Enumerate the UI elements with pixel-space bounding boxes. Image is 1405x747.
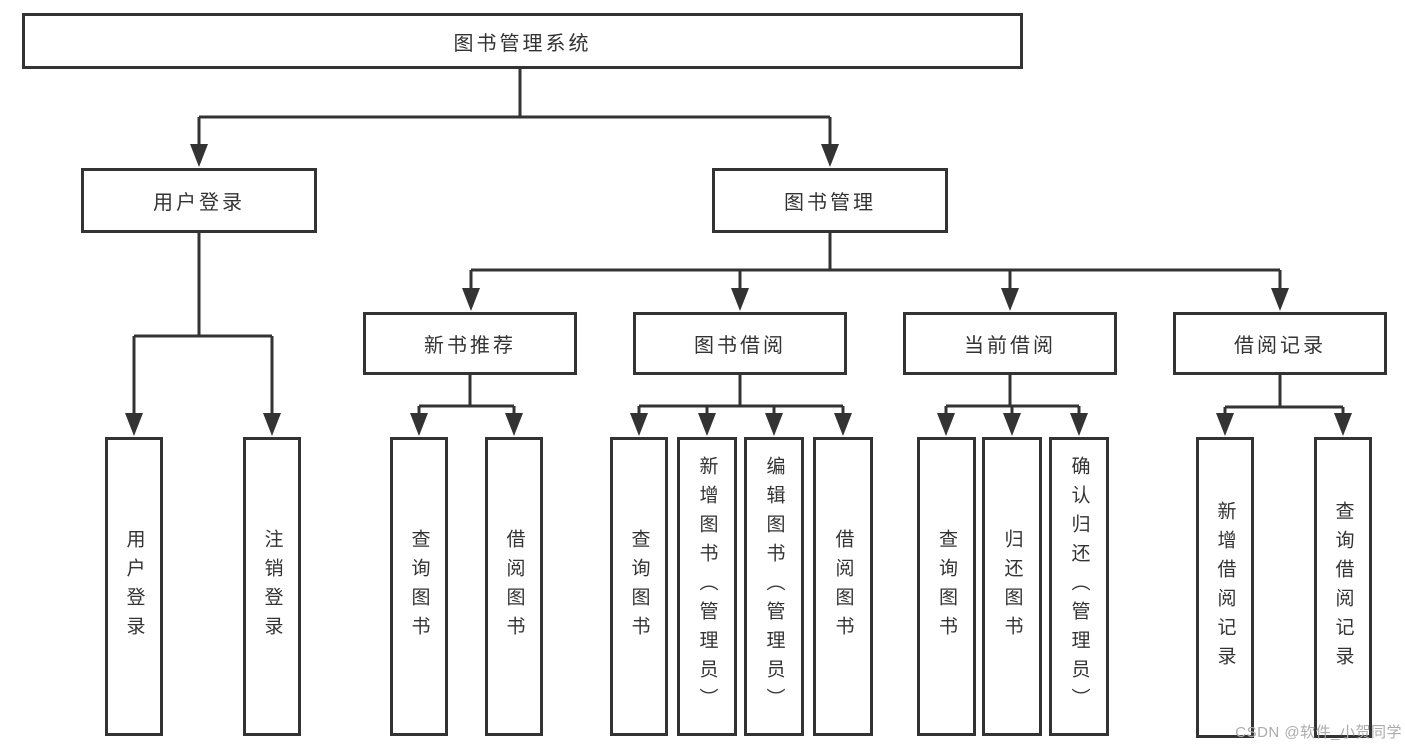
node-borrow-records: 借阅记录 — [1173, 312, 1387, 375]
leaf-edit-book-admin: 编辑图书（管理员） — [744, 437, 804, 736]
node-current-borrow-label: 当前借阅 — [964, 335, 1056, 357]
node-library-system-label: 图书管理系统 — [453, 32, 592, 55]
leaf-return-book-label: 归还图书 — [1001, 528, 1023, 645]
leaf-confirm-return-admin: 确认归还（管理员） — [1049, 437, 1109, 736]
leaf-current-query-book: 查询图书 — [917, 437, 976, 736]
node-user-login: 用户登录 — [81, 168, 317, 233]
leaf-recommend-borrow-book: 借阅图书 — [485, 437, 543, 736]
leaf-recommend-query-book: 查询图书 — [390, 437, 448, 736]
node-new-book-recommend: 新书推荐 — [363, 312, 577, 375]
leaf-borrow-book: 借阅图书 — [813, 437, 873, 736]
leaf-borrow-query-book-label: 查询图书 — [628, 528, 650, 645]
leaf-user-login-label: 用户登录 — [123, 528, 145, 645]
leaf-borrow-book-label: 借阅图书 — [832, 528, 854, 645]
leaf-user-login: 用户登录 — [105, 437, 163, 736]
node-book-borrow-label: 图书借阅 — [694, 335, 786, 357]
node-borrow-records-label: 借阅记录 — [1234, 335, 1326, 357]
csdn-watermark: CSDN @软件_小贺同学 — [1235, 724, 1402, 741]
leaf-query-borrow-record: 查询借阅记录 — [1314, 437, 1372, 738]
leaf-add-book-admin: 新增图书（管理员） — [677, 437, 737, 736]
leaf-logout-label: 注销登录 — [261, 528, 283, 645]
node-new-book-recommend-label: 新书推荐 — [424, 335, 516, 357]
leaf-add-borrow-record: 新增借阅记录 — [1196, 437, 1254, 738]
leaf-edit-book-admin-label: 编辑图书（管理员） — [763, 456, 785, 717]
leaf-query-borrow-record-label: 查询借阅记录 — [1332, 500, 1354, 675]
node-library-system: 图书管理系统 — [22, 13, 1023, 69]
node-book-management: 图书管理 — [712, 168, 948, 233]
leaf-recommend-query-book-label: 查询图书 — [408, 528, 430, 645]
leaf-recommend-borrow-book-label: 借阅图书 — [503, 528, 525, 645]
leaf-current-query-book-label: 查询图书 — [936, 528, 957, 645]
node-user-login-label: 用户登录 — [153, 192, 245, 214]
leaf-add-book-admin-label: 新增图书（管理员） — [696, 456, 718, 717]
leaf-logout: 注销登录 — [243, 437, 301, 736]
leaf-borrow-query-book: 查询图书 — [610, 437, 668, 736]
leaf-add-borrow-record-label: 新增借阅记录 — [1214, 500, 1236, 675]
node-current-borrow: 当前借阅 — [903, 312, 1117, 375]
leaf-return-book: 归还图书 — [982, 437, 1042, 736]
node-book-borrow: 图书借阅 — [633, 312, 847, 375]
leaf-confirm-return-admin-label: 确认归还（管理员） — [1068, 456, 1090, 717]
node-book-management-label: 图书管理 — [784, 192, 876, 214]
